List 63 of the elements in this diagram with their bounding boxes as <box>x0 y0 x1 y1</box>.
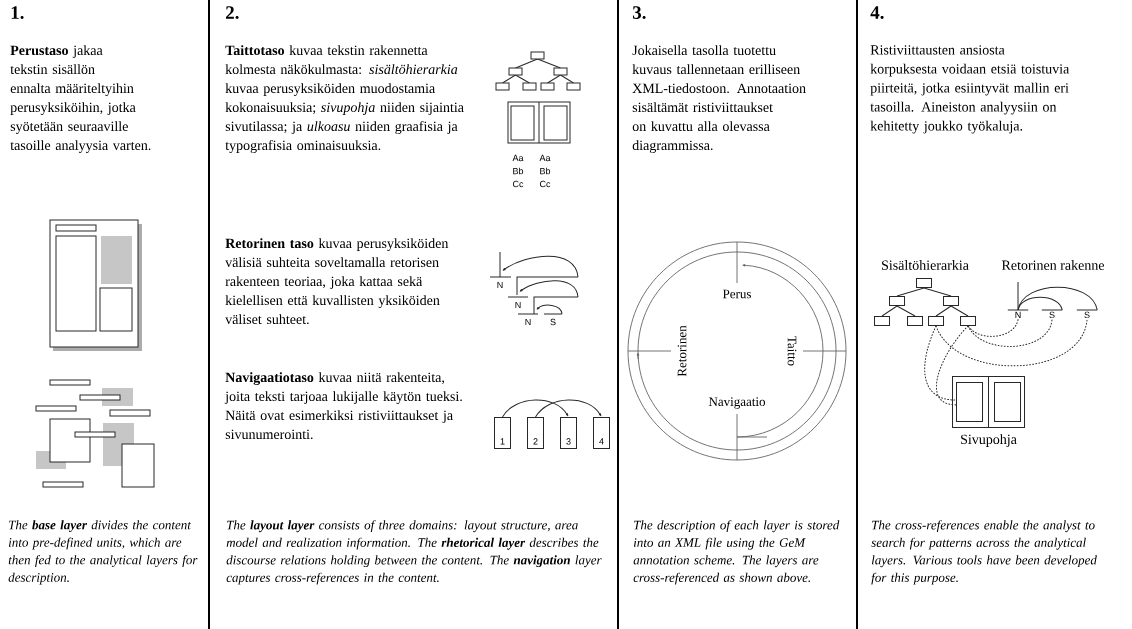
relation-letter: S <box>1076 309 1098 319</box>
caption: The cross-references enable the analyst to search for patterns across the analytical layers. Various tools have been developed for this purpose. <box>871 520 1097 585</box>
caption: The layout layer consists of three domains: layout structure, area model and realization information. The rhetorical layer describes the discourse relations holding between the content. The navigation layer captures cross-references in the content. <box>226 520 602 585</box>
cross-reference-arrow <box>535 399 602 418</box>
letter-label: Aa <box>539 154 551 162</box>
link-line <box>935 319 1088 367</box>
tree-box <box>960 316 976 326</box>
column-number: 1. <box>11 6 24 19</box>
paragraph: Perustaso jakaa tekstin sisällön ennalta määriteltyihin perusyksiköihin, jotka syötetään seuraaville tasoille analyysia varten. <box>10 45 151 153</box>
tree-box <box>907 316 923 326</box>
letter-label: N <box>497 281 503 289</box>
tree-line <box>881 305 898 317</box>
tree-box <box>889 296 905 306</box>
tree-line <box>950 305 969 317</box>
link-line <box>967 319 1019 337</box>
column-number: 4. <box>870 6 884 19</box>
relation-letter: S <box>1041 309 1063 319</box>
link-line <box>924 325 957 401</box>
column-number: 2. <box>226 6 239 20</box>
letter-label: Bb <box>540 167 551 175</box>
letter-label: N <box>515 301 521 309</box>
ring-label: Navigaatio <box>708 397 766 409</box>
letter-label: Cc <box>539 180 551 188</box>
tree-box <box>874 316 890 326</box>
page-area <box>956 382 983 422</box>
link-line <box>967 319 1053 347</box>
drawing-title: Retorinen rakenne <box>1001 260 1105 270</box>
paragraph: Navigaatiotaso kuvaa niitä rakenteita, joita teksti tarjoaa lukijalle käytön tueksi. Näitä ovat esimerkiksi ristiviittaukset ja sivunumerointi. <box>224 372 462 440</box>
page-box: 4 <box>593 417 610 449</box>
relation-arc <box>1017 296 1063 311</box>
letter-label: S <box>550 318 556 326</box>
page-box: 2 <box>527 417 544 449</box>
tree-box <box>943 296 959 306</box>
page-box: 3 <box>560 417 577 449</box>
tree-box <box>928 316 944 326</box>
column-number: 3. <box>632 6 646 20</box>
drawing-title: Sivupohja <box>961 434 1017 447</box>
letter-label: N <box>525 318 531 326</box>
caption: The base layer divides the content into pre-defined units, which are then fed to the analytical layers for description. <box>8 520 198 585</box>
paragraph: Retorinen taso kuvaa perusyksiköiden välisiä suhteita soveltamalla retorisen rakenteen teoriaa, joka kattaa sekä kielellisen että kuvallisten yksiköiden väliset suhteet. <box>225 238 449 325</box>
page-box: 1 <box>494 417 511 449</box>
tree-line <box>935 305 952 317</box>
ring-label: Retorinen <box>677 325 687 377</box>
tree-line <box>896 305 916 317</box>
drawing-title: Sisältöhierarkia <box>882 260 969 270</box>
page-spread <box>952 375 1025 429</box>
link-line <box>936 325 969 406</box>
cross-reference-arrow <box>502 399 569 418</box>
ring-label: Taitto <box>787 336 797 366</box>
letter-label: Cc <box>512 180 524 188</box>
tree-box <box>916 278 932 288</box>
tree-line <box>923 287 952 297</box>
caption: The description of each layer is stored into an XML file using the GeM annotation scheme. The layers are cross-referenced as shown above. <box>633 520 840 585</box>
paragraph: Jokaisella tasolla tuotettu kuvaus tallennetaan erilliseen XML-tiedostoon. Annotaation sisältämät ristiviittaukset on kuvattu alla olevassa diagrammissa. <box>632 45 806 153</box>
paragraph: Taittotaso kuvaa tekstin rakennetta kolmesta näkökulmasta: sisältöhierarkia kuvaa perusyksiköiden muodostamia kokonaisuuksia; sivupohja niiden sijaintia sivutilassa; ja ulkoasu niiden graafisia ja typografisia ominaisuuksia. <box>225 45 464 153</box>
paragraph: Ristiviittausten ansiosta korpuksesta voidaan etsiä toistuvia piirteitä, jotka esiintyvät mallin eri tasoilla. Aineiston analyysiin on kehitetty joukko työkaluja. <box>870 45 1070 134</box>
page-area <box>994 382 1021 422</box>
ring-label: Perus <box>722 289 751 299</box>
relation-arc <box>1017 286 1098 311</box>
tree-line <box>896 287 925 297</box>
letter-label: Bb <box>513 167 524 175</box>
relation-letter: N <box>1007 281 1029 318</box>
letter-label: Aa <box>512 154 524 162</box>
